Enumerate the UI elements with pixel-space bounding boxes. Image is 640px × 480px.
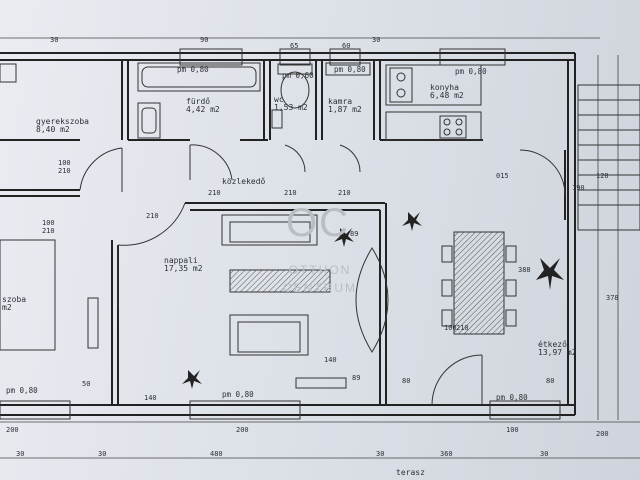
sill-furdo: pm 0,80 xyxy=(177,65,209,74)
dim-e-210: 210 xyxy=(456,324,469,332)
dim-s-80: 80 xyxy=(402,377,410,385)
dim-bottom-100: 100 xyxy=(506,426,519,434)
windows xyxy=(0,48,561,420)
sill-wc: pm 0,60 xyxy=(282,71,314,80)
room-name-furdo: fürdő xyxy=(186,97,210,106)
kitchen-counter xyxy=(385,64,482,141)
room-labels: gyerekszoba 8,40 m2 fürdő 4,42 m2 wc 1,5… xyxy=(2,83,577,477)
sill-bottom-right: pm 0,80 xyxy=(496,393,528,402)
armchair xyxy=(229,314,309,356)
dim-e-100: 100 xyxy=(444,324,457,332)
room-name-kamra: kamra xyxy=(328,97,352,106)
bathtub xyxy=(137,62,261,92)
watermark-line1: OTTHON xyxy=(289,263,352,277)
bathroom-sink xyxy=(137,102,161,139)
dim-bottom-480: 480 xyxy=(210,450,223,458)
wardrobe xyxy=(0,63,99,351)
dim-s-50: 50 xyxy=(82,380,90,388)
dim-bottom-30d: 30 xyxy=(540,450,548,458)
room-divider-arc xyxy=(355,247,389,353)
dim-bottom-200c: 200 xyxy=(596,430,609,438)
dim-e-388: 388 xyxy=(518,266,531,274)
dim-door-210a: 210 xyxy=(58,167,71,175)
sill-kamra: pm 0,80 xyxy=(334,65,366,74)
dim-furdo-210: 210 xyxy=(208,189,221,197)
dim-kitchen-120: 120 xyxy=(596,172,609,180)
svg-text:OC: OC xyxy=(286,201,350,245)
room-name-szoba: szoba xyxy=(2,295,26,304)
room-name-nappali: nappali xyxy=(164,256,198,265)
dim-top-65: 65 xyxy=(290,42,298,50)
dim-bottom-30c: 30 xyxy=(376,450,384,458)
dim-kitchen-190: 190 xyxy=(572,184,585,192)
watermark-line2: CENTRUM xyxy=(283,281,357,295)
room-name-terasz: terasz xyxy=(396,468,425,477)
pantry-shelf xyxy=(325,62,371,76)
sill-bottom-left: pm 0,80 xyxy=(6,386,38,395)
dim-door-210b: 210 xyxy=(42,227,55,235)
plant-icon xyxy=(182,212,564,389)
dim-bottom-30b: 30 xyxy=(98,450,106,458)
room-area-etkezo: 13,97 m2 xyxy=(538,348,577,357)
room-name-etkezo: étkező xyxy=(538,339,567,349)
walls xyxy=(0,52,576,416)
dim-top-90: 90 xyxy=(200,36,208,44)
dim-n-89b: 89 xyxy=(352,374,360,382)
sill-bottom-mid: pm 0,80 xyxy=(222,390,254,399)
room-area-gyerekszoba: 8,40 m2 xyxy=(36,125,70,134)
coffee-table xyxy=(229,269,331,293)
room-area-furdo: 4,42 m2 xyxy=(186,105,220,114)
dim-bottom-200b: 200 xyxy=(236,426,249,434)
dim-top-60: 60 xyxy=(342,42,350,50)
sofa xyxy=(221,214,318,246)
dim-kamra-210: 210 xyxy=(338,189,351,197)
dim-n-89: 89 xyxy=(350,230,358,238)
room-area-nappali: 17,35 m2 xyxy=(164,264,203,273)
dim-e-378: 378 xyxy=(606,294,619,302)
dim-door-100a: 100 xyxy=(58,159,71,167)
room-name-gyerekszoba: gyerekszoba xyxy=(36,117,89,126)
dim-bottom-360: 360 xyxy=(440,450,453,458)
dim-door-100b: 100 xyxy=(42,219,55,227)
room-area-wc: 1,53 m2 xyxy=(274,103,308,112)
dim-top-30b: 30 xyxy=(372,36,380,44)
room-name-kozlekedo: közlekedő xyxy=(222,177,266,186)
tv-stand xyxy=(295,377,347,389)
room-area-konyha: 6,48 m2 xyxy=(430,91,464,100)
dimension-labels: 30 90 65 60 30 100 210 100 210 210 210 2… xyxy=(6,36,619,458)
room-area-szoba: m2 xyxy=(2,303,12,312)
dim-k-015: 015 xyxy=(496,172,509,180)
dim-bottom-200: 200 xyxy=(6,426,19,434)
sill-labels: pm 0,80 pm 0,60 pm 0,80 pm 0,80 pm 0,80 … xyxy=(6,65,528,402)
staircase xyxy=(577,84,640,231)
room-name-konyha: konyha xyxy=(430,83,459,92)
dim-top-30: 30 xyxy=(50,36,58,44)
dim-wc-210: 210 xyxy=(284,189,297,197)
dim-s-80b: 80 xyxy=(546,377,554,385)
dim-diag-210: 210 xyxy=(146,212,159,220)
door-swings xyxy=(79,144,566,406)
dim-n-140: 140 xyxy=(324,356,337,364)
dim-n-140b: 140 xyxy=(144,394,157,402)
dining-table xyxy=(441,231,517,335)
room-name-wc: wc xyxy=(274,95,284,104)
watermark-logo: OC OTTHON CENTRUM xyxy=(283,201,357,295)
toilet xyxy=(271,63,313,129)
dim-bottom-30: 30 xyxy=(16,450,24,458)
room-area-kamra: 1,87 m2 xyxy=(328,105,362,114)
sill-konyha: pm 0,80 xyxy=(455,67,487,76)
dimension-lines xyxy=(0,37,640,459)
